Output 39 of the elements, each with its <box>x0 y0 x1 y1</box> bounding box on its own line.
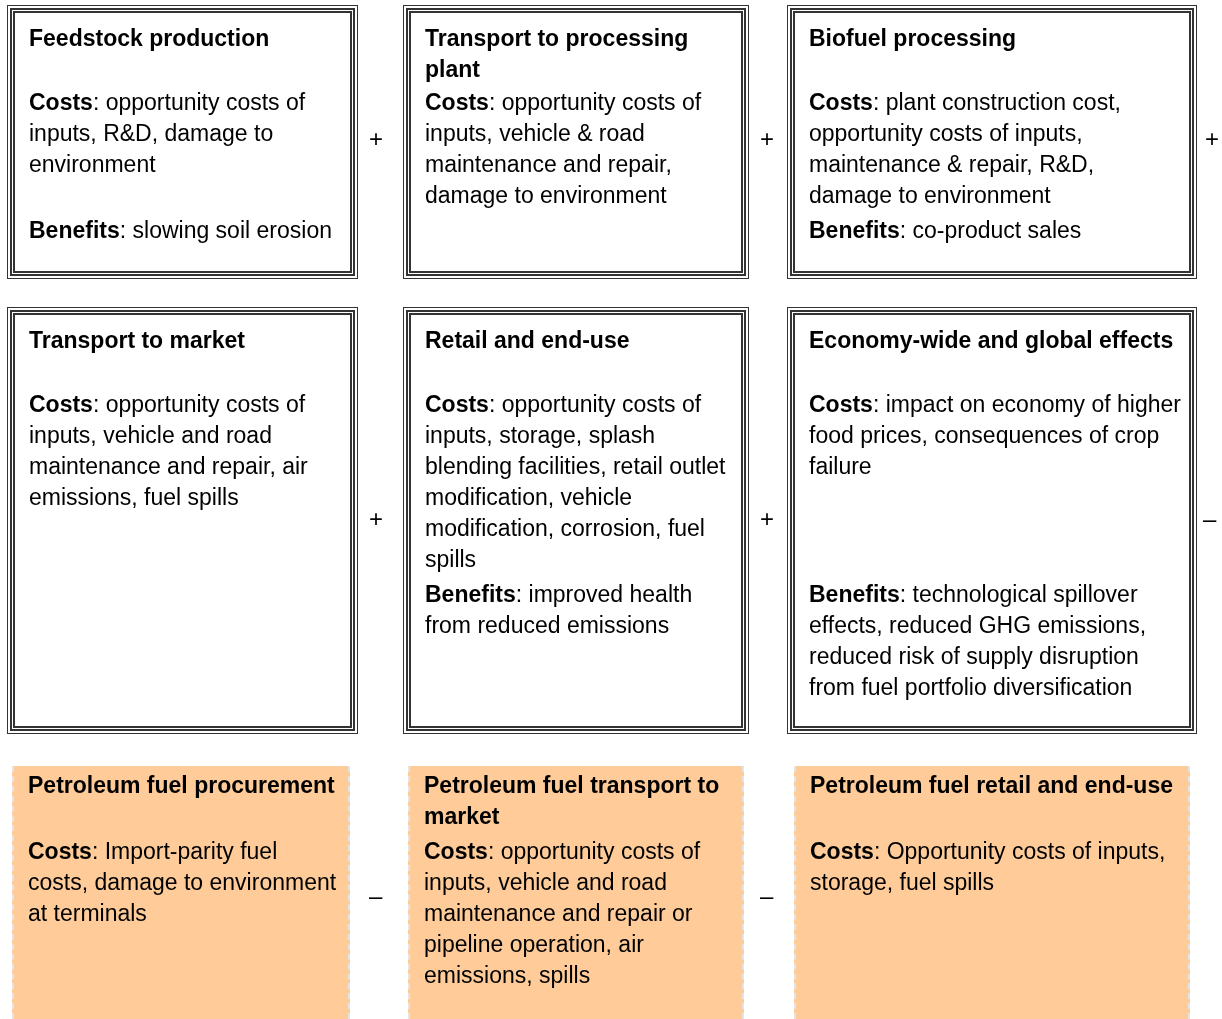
operator-sign: + <box>760 125 774 153</box>
box-heading: Biofuel processing <box>809 24 1018 53</box>
petroleum-cost-box <box>794 766 1190 1019</box>
operator-sign: – <box>369 882 383 910</box>
operator-sign: + <box>369 505 383 533</box>
cost-benefit-box <box>10 310 355 731</box>
operator-sign: + <box>760 505 774 533</box>
operator-sign: + <box>1205 125 1219 153</box>
box-heading: Transport to processing plant <box>425 24 690 84</box>
costs-text: Costs: impact on economy of higher food prices, consequences of crop failure <box>809 390 1182 481</box>
benefits-text: Benefits: slowing soil erosion <box>29 216 333 245</box>
cost-benefit-box <box>406 310 746 731</box>
box-heading: Petroleum fuel transport to market <box>424 771 721 831</box>
costs-text: Costs: Import-parity fuel costs, damage to environment at terminals <box>28 837 338 928</box>
costs-text: Costs: opportunity costs of inputs, vehicle and road maintenance and repair, air emissions, fuel spills <box>29 390 309 512</box>
cost-benefit-box <box>10 8 355 276</box>
cost-benefit-box <box>790 8 1194 276</box>
box-heading: Petroleum fuel procurement <box>28 771 336 800</box>
costs-text: Costs: opportunity costs of inputs, R&D, damage to environment <box>29 88 307 179</box>
box-heading: Retail and end-use <box>425 326 631 355</box>
operator-sign: – <box>760 882 774 910</box>
costs-text: Costs: plant construction cost, opportunity costs of inputs, maintenance & repair, R&D, damage to environment <box>809 88 1122 210</box>
petroleum-cost-box <box>12 766 350 1019</box>
box-heading: Transport to market <box>29 326 246 355</box>
cost-benefit-box <box>790 310 1194 731</box>
benefits-text: Benefits: improved health from reduced emissions <box>425 580 694 640</box>
benefits-text: Benefits: technological spillover effects, reduced GHG emissions, reduced risk of supply disruption from fuel portfolio diversification <box>809 580 1148 702</box>
costs-text: Costs: opportunity costs of inputs, storage, splash blending facilities, retail outlet modification, vehicle modification, corrosion, fuel spills <box>425 390 727 574</box>
cost-benefit-box <box>406 8 746 276</box>
petroleum-cost-box <box>408 766 744 1019</box>
costs-text: Costs: opportunity costs of inputs, vehicle and road maintenance and repair or pipeline operation, air emissions, spills <box>424 837 702 990</box>
costs-text: Costs: opportunity costs of inputs, vehicle & road maintenance and repair, damage to environment <box>425 88 703 210</box>
costs-text: Costs: Opportunity costs of inputs, storage, fuel spills <box>810 837 1167 897</box>
box-heading: Feedstock production <box>29 24 271 53</box>
operator-sign: – <box>1203 505 1217 533</box>
box-heading: Economy-wide and global effects <box>809 326 1175 355</box>
benefits-text: Benefits: co-product sales <box>809 216 1083 245</box>
box-heading: Petroleum fuel retail and end-use <box>810 771 1174 800</box>
operator-sign: + <box>369 125 383 153</box>
